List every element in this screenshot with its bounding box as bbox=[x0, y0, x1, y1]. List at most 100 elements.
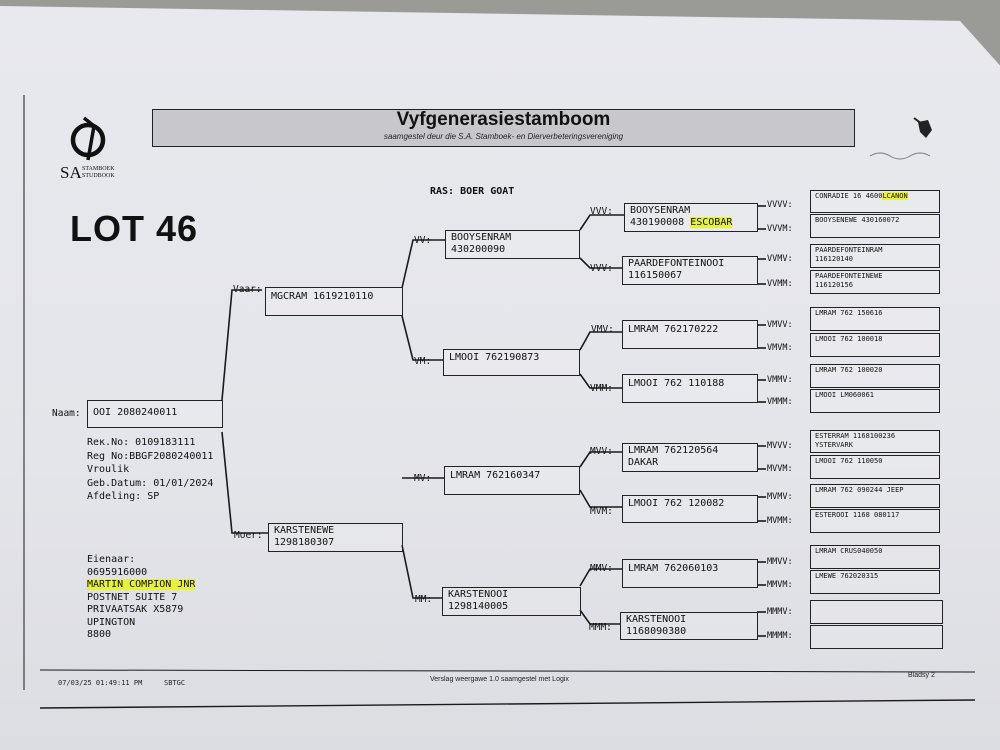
vvvv-canon: LCANON bbox=[882, 192, 908, 200]
mvmm-box: ESTEROOI 1168 080117 bbox=[810, 509, 940, 533]
goat-emblem bbox=[913, 117, 932, 138]
animal-name: OOI 2080240011 bbox=[93, 407, 178, 418]
footer-page-number: Bladsy 2 bbox=[908, 672, 935, 679]
mvv-name: LMRAM 762120564 bbox=[628, 445, 719, 456]
dam-number: 1298180307 bbox=[274, 537, 335, 548]
vvvm-box: BOOYSENEWE 430160072 bbox=[810, 214, 940, 238]
vmv-name: LMRAM 762170222 bbox=[628, 324, 719, 335]
vmmm-box: LMOOI LM060061 bbox=[810, 389, 940, 413]
vmmm-label: VMMM: bbox=[767, 397, 793, 407]
vvmv-box: PAARDEFONTEINRAM 116120140 bbox=[810, 244, 940, 268]
vvmm-name: PAARDEFONTEINEWE bbox=[815, 272, 883, 280]
vv-label: VV: bbox=[414, 235, 432, 246]
mvvv-label: MVVV: bbox=[767, 441, 793, 451]
sa-logo-text: SA bbox=[60, 163, 82, 182]
mmv-box: LMRAM 762060103 bbox=[622, 559, 758, 588]
mm-number: 1298140005 bbox=[448, 601, 509, 612]
mmm-label: MMM: bbox=[589, 622, 612, 633]
vvmv-number: 116120140 bbox=[815, 255, 853, 263]
vvm-name: PAARDEFONTEINOOI bbox=[628, 258, 725, 269]
vvmm-box: PAARDEFONTEINEWE 116120156 bbox=[810, 270, 940, 294]
vvv-escobar: ESCOBAR bbox=[690, 217, 733, 228]
vvv-box: BOOYSENRAM 430190008 ESCOBAR bbox=[624, 203, 758, 232]
footer-version: Verslag weergawe 1.0 saamgestel met Logi… bbox=[430, 676, 569, 683]
moer-label: Moer: bbox=[234, 530, 263, 541]
vvvm-label: VVVM: bbox=[767, 224, 793, 234]
animal-detail: Reк.No: 0109183111 bbox=[87, 437, 196, 448]
vmm-name: LMOOI 762 110188 bbox=[628, 378, 725, 389]
vvvv-number: CONRADIE 16 4600 bbox=[815, 192, 883, 200]
mvv-label: MVV: bbox=[590, 446, 613, 457]
animal-detail: Afdeling: SP bbox=[87, 491, 160, 502]
mvvm-name: LMOOI 762 110050 bbox=[815, 457, 883, 465]
vmmm-name: LMOOI LM060061 bbox=[815, 391, 875, 399]
mvv-box: LMRAM 762120564 DAKAR bbox=[622, 443, 758, 472]
vvmm-label: VVMM: bbox=[767, 279, 793, 289]
mvmv-label: MVMV: bbox=[767, 492, 793, 502]
breed-label: RAS: BOER GOAT bbox=[430, 186, 515, 197]
vmvm-box: LMOOI 762 100018 bbox=[810, 333, 940, 357]
mvvv-box: ESTERRAM 1168100236 YSTERVARK bbox=[810, 430, 940, 453]
mmmv-box bbox=[810, 600, 943, 624]
mvvv-extra: YSTERVARK bbox=[815, 441, 853, 449]
mvm-name: LMOOI 762 120082 bbox=[628, 498, 725, 509]
vmmv-label: VMMV: bbox=[767, 375, 793, 385]
mmvm-label: MMVM: bbox=[767, 580, 793, 590]
emblem-scribble bbox=[869, 152, 931, 160]
footer-code: SBTGC bbox=[164, 679, 186, 687]
vvvm-name: BOOYSENEWE 430160072 bbox=[815, 216, 900, 224]
vm-label: VM: bbox=[414, 356, 432, 367]
mmmm-box bbox=[810, 625, 943, 649]
vmv-label: VMV: bbox=[591, 324, 614, 335]
dam-name: KARSTENEWE bbox=[274, 525, 335, 536]
owner-block: Eienaar: 0695916000 MARTIN COMPION JNR P… bbox=[87, 554, 196, 642]
mm-box: KARSTENOOI 1298140005 bbox=[442, 587, 581, 616]
mv-name: LMRAM 762160347 bbox=[450, 470, 541, 481]
vmv-box: LMRAM 762170222 bbox=[622, 320, 758, 349]
mmv-label: MMV: bbox=[590, 563, 613, 574]
mvm-label: MVM: bbox=[590, 506, 613, 517]
vvv-label: VVV: bbox=[590, 206, 613, 217]
naam-label: Naam: bbox=[52, 408, 81, 419]
vvv-name: BOOYSENRAM bbox=[630, 205, 691, 216]
vvv-number: 430190008 bbox=[630, 217, 685, 228]
mmvm-name: LMEWE 762020315 bbox=[815, 572, 879, 580]
mmvv-label: MMVV: bbox=[767, 557, 793, 567]
owner-address-line: PRIVAATSAK X5879 bbox=[87, 604, 184, 615]
animal-detail: Vroulik bbox=[87, 464, 130, 475]
sire-box: MGCRAM 1619210110 bbox=[265, 287, 403, 316]
mvmv-box: LMRAM 762 090244 JEEP bbox=[810, 484, 940, 508]
mvvm-box: LMOOI 762 110050 bbox=[810, 455, 940, 479]
vmm-box: LMOOI 762 110188 bbox=[622, 374, 758, 403]
owner-name: MARTIN COMPION JNR bbox=[87, 579, 196, 590]
vv-box: BOOYSENRAM 430200090 bbox=[445, 230, 580, 259]
vmvv-box: LMRAM 762 150616 bbox=[810, 307, 940, 331]
vvm-number: 116150067 bbox=[628, 270, 683, 281]
animal-name-box: OOI 2080240011 bbox=[87, 400, 223, 428]
owner-address-line: POSTNET SUITE 7 bbox=[87, 591, 178, 603]
mvvv-name: ESTERRAM 1168100236 bbox=[815, 432, 896, 440]
mmmv-label: MMMV: bbox=[767, 607, 793, 617]
owner-label: Eienaar: bbox=[87, 554, 136, 565]
vmmv-name: LMRAM 762 100020 bbox=[815, 366, 883, 374]
vmmv-box: LMRAM 762 100020 bbox=[810, 364, 940, 388]
vvm-label: VVV: bbox=[590, 263, 613, 274]
vvm-box: PAARDEFONTEINOOI 116150067 bbox=[622, 256, 758, 285]
mvm-box: LMOOI 762 120082 bbox=[622, 495, 758, 523]
header-subtitle: saamgestel deur die S.A. Stamboek- en Di… bbox=[383, 132, 624, 141]
animal-details: Reк.No: 0109183111 Reg No:BBGF2080240011… bbox=[87, 436, 213, 504]
dam-box: KARSTENEWE 1298180307 bbox=[268, 523, 403, 552]
mv-box: LMRAM 762160347 bbox=[444, 466, 580, 495]
animal-detail: Reg No:BBGF2080240011 bbox=[87, 450, 214, 462]
mmm-box: KARSTENOOI 1168090380 bbox=[620, 612, 758, 640]
mvmv-name: LMRAM 762 090244 JEEP bbox=[815, 486, 904, 494]
header-title: Vyfgenerasiestamboom bbox=[396, 109, 611, 130]
vvmv-name: PAARDEFONTEINRAM bbox=[815, 246, 883, 254]
mmv-name: LMRAM 762060103 bbox=[628, 563, 719, 574]
mmmm-label: MMMM: bbox=[767, 631, 793, 641]
vv-number: 430200090 bbox=[451, 244, 506, 255]
owner-phone: 0695916000 bbox=[87, 566, 148, 578]
lot-number: LOT 46 bbox=[70, 208, 199, 249]
